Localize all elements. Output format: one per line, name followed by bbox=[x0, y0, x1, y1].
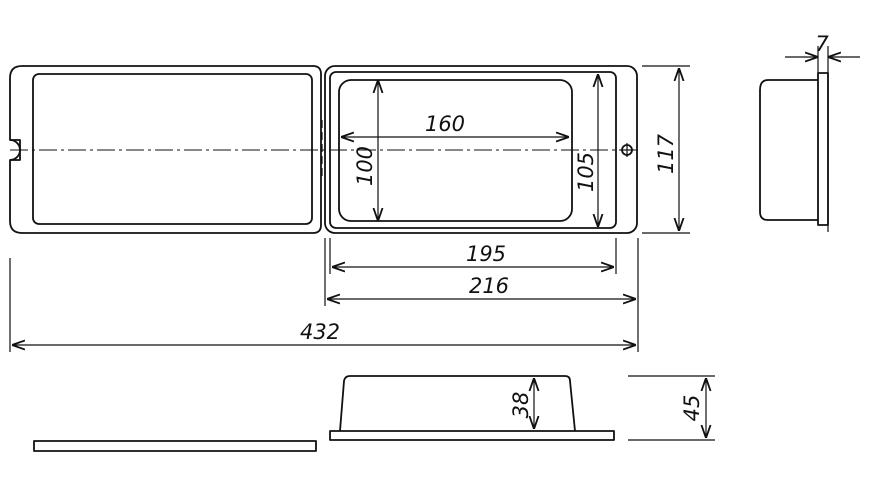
dim-160: 160 bbox=[425, 112, 465, 136]
side-body bbox=[759, 79, 818, 221]
dim-100: 100 bbox=[353, 146, 377, 186]
left-panel-outline bbox=[9, 65, 322, 234]
dim-45: 45 bbox=[680, 395, 704, 422]
dim-38: 38 bbox=[509, 392, 533, 419]
front-left-lid bbox=[33, 440, 317, 452]
dim-7: 7 bbox=[815, 32, 829, 56]
left-panel-inner bbox=[32, 73, 313, 225]
front-base bbox=[329, 430, 615, 441]
front-body bbox=[339, 375, 576, 432]
dim-216: 216 bbox=[469, 274, 509, 298]
dim-432: 432 bbox=[300, 320, 340, 344]
side-view: 7 bbox=[759, 32, 860, 232]
top-view: 160 100 105 117 195 216 432 bbox=[9, 65, 690, 352]
dim-105: 105 bbox=[574, 152, 598, 192]
front-view: 38 45 bbox=[33, 375, 715, 452]
dim-195: 195 bbox=[466, 242, 506, 266]
side-flange bbox=[817, 72, 829, 226]
dim-117: 117 bbox=[654, 133, 678, 174]
